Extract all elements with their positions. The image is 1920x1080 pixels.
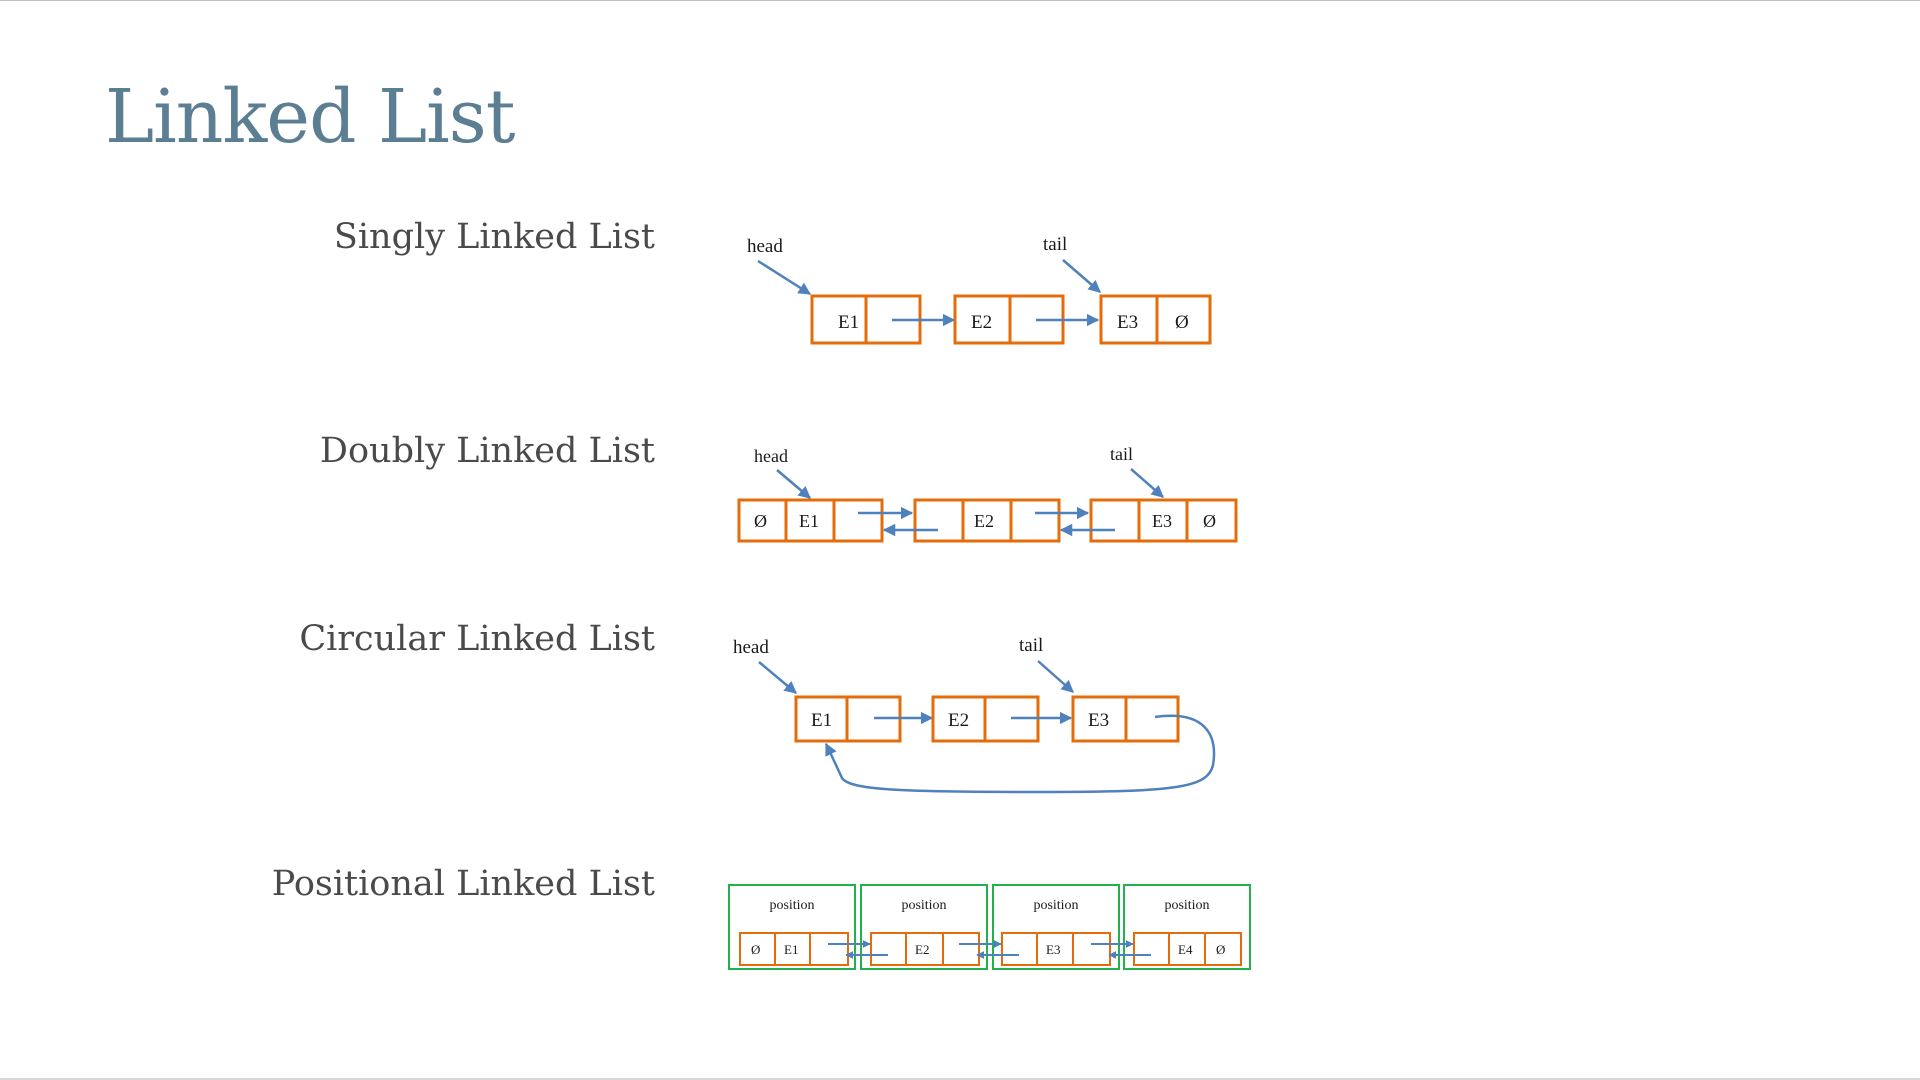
positional-node-value: E3 [1046,942,1060,957]
bottom-divider [0,1078,1920,1080]
singly-tail-label: tail [1043,234,1067,255]
position-box: position E4 Ø [1123,884,1251,970]
page-title: Linked List [105,74,516,160]
singly-head-label: head [747,236,783,257]
doubly-tail-pointer [1130,468,1164,498]
singly-node: E2 [953,294,1065,345]
positional-node-value: E1 [784,942,798,957]
circular-linked-list-diagram: head tail E1 E2 E3 [733,635,1216,794]
circular-node-value: E3 [1088,710,1109,731]
position-box: position E2 [860,884,988,970]
singly-node-value: E2 [971,312,992,333]
singly-node-value: E3 [1117,312,1138,333]
position-label: position [1164,898,1209,913]
circular-head-pointer [758,661,797,694]
positional-node-value: E4 [1178,942,1193,957]
position-label: position [901,898,946,913]
doubly-linked-list-label: Doubly Linked List [319,431,655,471]
doubly-linked-list-diagram: head tail Ø E1 E2 [737,444,1238,543]
positional-null-symbol: Ø [751,942,760,957]
singly-tail-pointer [1062,259,1101,293]
doubly-tail-label: tail [1110,444,1133,464]
circular-head-label: head [733,637,769,658]
position-label: position [1033,898,1078,913]
singly-node: E3 Ø [1099,294,1212,345]
circular-node-value: E1 [811,710,832,731]
positional-node-value: E2 [915,942,929,957]
circular-tail-pointer [1037,660,1074,693]
singly-node-value: E1 [838,312,859,333]
singly-head-pointer [757,259,812,296]
circular-wraparound-pointer [824,714,1216,794]
singly-linked-list-label: Singly Linked List [333,217,655,257]
doubly-head-label: head [754,446,788,466]
positional-null-symbol: Ø [1216,942,1225,957]
position-box: position Ø E1 [728,884,856,970]
doubly-node: E2 [913,498,1061,543]
circular-tail-label: tail [1019,635,1043,656]
top-divider [0,0,1920,1]
doubly-null-symbol: Ø [1203,511,1216,531]
doubly-node-value: E3 [1152,511,1172,531]
doubly-node: Ø E1 [737,498,884,543]
doubly-null-symbol: Ø [754,511,767,531]
circular-node-value: E2 [948,710,969,731]
position-box: position E3 [992,884,1120,970]
position-label: position [769,898,814,913]
singly-linked-list-diagram: head tail E1 E2 E3 Ø [747,234,1212,345]
positional-linked-list-label: Positional Linked List [271,864,655,904]
doubly-node-value: E1 [799,511,819,531]
doubly-node: E3 Ø [1089,498,1238,543]
singly-null-symbol: Ø [1175,312,1189,333]
doubly-node-value: E2 [974,511,994,531]
positional-linked-list-diagram: position Ø E1 position E2 position [728,884,1251,970]
circular-node: E3 [1071,695,1180,743]
doubly-head-pointer [776,469,811,499]
circular-linked-list-label: Circular Linked List [299,619,655,659]
